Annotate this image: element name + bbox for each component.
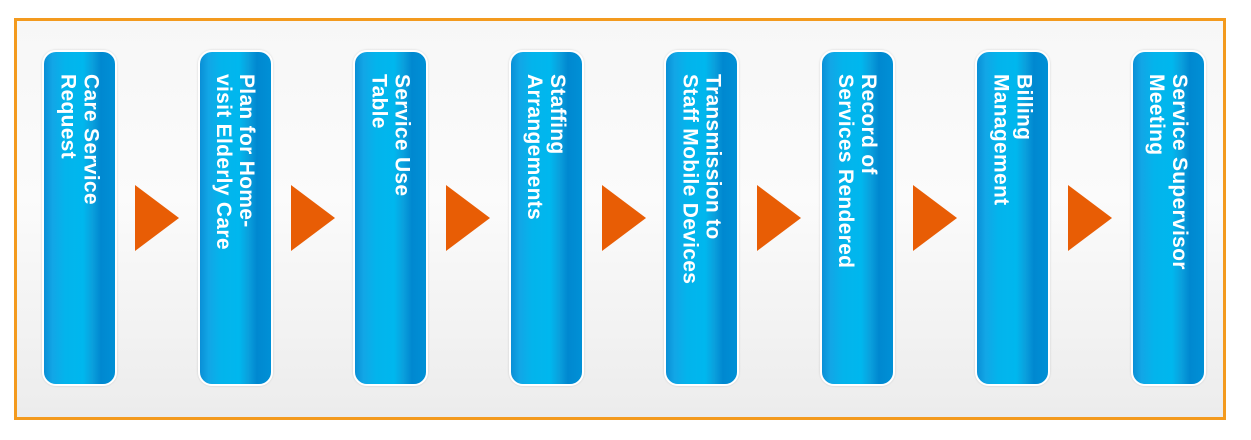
arrow-right-icon — [135, 185, 179, 251]
process-step: Billing Management — [975, 50, 1050, 386]
process-step-label: Care Service Request — [56, 74, 103, 205]
process-step: Service Use Table — [353, 50, 428, 386]
process-step-label: Service Use Table — [367, 74, 414, 197]
process-step: Care Service Request — [42, 50, 117, 386]
arrow-right-icon — [912, 185, 957, 251]
process-step: Plan for Home- visit Elderly Care — [197, 50, 273, 386]
arrow-right-icon — [290, 185, 335, 251]
process-step-label: Plan for Home- visit Elderly Care — [212, 74, 258, 250]
process-step: Staffing Arrangements — [508, 50, 584, 386]
arrow-right-icon — [757, 185, 801, 251]
process-step-label: Staffing Arrangements — [523, 74, 569, 220]
process-step-label: Billing Management — [989, 74, 1036, 206]
arrow-right-icon — [446, 185, 490, 251]
process-step: Service Supervisor Meeting — [1130, 50, 1206, 386]
process-step: Transmission to Staff Mobile Devices — [664, 50, 739, 386]
arrow-right-icon — [601, 185, 646, 251]
arrow-right-icon — [1068, 185, 1112, 251]
process-step-label: Transmission to Staff Mobile Devices — [678, 74, 725, 285]
process-step-label: Service Supervisor Meeting — [1145, 74, 1191, 270]
process-step: Record of Services Rendered — [819, 50, 895, 386]
process-step-label: Record of Services Rendered — [834, 74, 880, 269]
